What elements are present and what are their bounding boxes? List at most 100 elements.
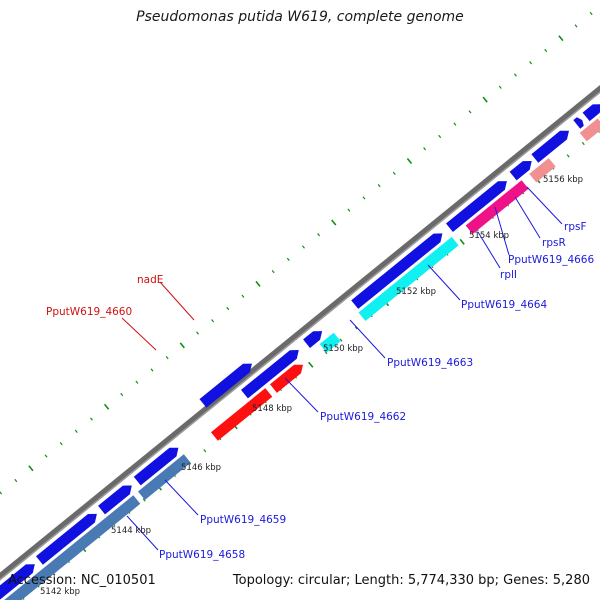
accession-text: Accession: NC_010501 <box>8 573 156 588</box>
gene-label-rplI[interactable]: rplI <box>500 269 517 281</box>
leader-pputw619-4659 <box>164 479 199 516</box>
scale-tick <box>0 491 3 495</box>
scale-tick <box>392 171 396 175</box>
scale-tick <box>14 478 18 483</box>
scale-tick <box>59 442 63 446</box>
scale-tick <box>423 147 427 151</box>
kbp-labels: 5142 kbp 5144 kbp 5146 kbp 5148 kbp 5150… <box>40 175 583 597</box>
scale-tick <box>513 73 517 77</box>
scale-tick <box>308 361 314 368</box>
gene-feature-cds[interactable] <box>509 161 532 181</box>
leader-pputw619-4658 <box>126 515 159 551</box>
gene-feature-red[interactable] <box>211 388 273 441</box>
gene-features <box>0 104 600 600</box>
scale-tick <box>459 238 465 245</box>
scale-tick <box>226 306 230 311</box>
scale-tick <box>354 326 358 330</box>
scale-tick <box>165 356 169 360</box>
scale-tick <box>271 270 275 274</box>
leader-nadE <box>159 281 195 321</box>
scale-tick <box>581 141 585 146</box>
kbp-label: 5148 kbp <box>252 404 292 414</box>
scale-tick <box>498 85 502 89</box>
scale-tick <box>362 196 366 200</box>
scale-tick <box>339 338 343 342</box>
kbp-label: 5144 kbp <box>111 526 151 536</box>
scale-tick <box>211 319 215 323</box>
scale-tick <box>203 449 207 453</box>
gene-feature-cds[interactable] <box>241 350 299 399</box>
gene-feature-cds[interactable] <box>36 513 97 565</box>
kbp-label: 5152 kbp <box>396 287 436 297</box>
genome-backbone <box>0 85 600 579</box>
scale-tick <box>28 465 34 472</box>
gene-label-pputw619-4664[interactable]: PputW619_4664 <box>461 299 547 311</box>
scale-tick <box>103 403 110 410</box>
leader-rpsF <box>526 186 563 225</box>
label-leader-lines <box>121 186 563 551</box>
leader-pputw619-4663 <box>349 319 386 359</box>
gene-feature-cds[interactable] <box>133 447 179 486</box>
scale-tick <box>377 184 381 188</box>
gene-feature-cds[interactable] <box>199 363 252 408</box>
gene-label-rpsF[interactable]: rpsF <box>564 221 587 233</box>
genome-backbone-shadow <box>0 91 600 581</box>
kbp-label: 5142 kbp <box>40 587 80 597</box>
scale-tick <box>135 380 139 384</box>
scale-tick <box>90 417 93 421</box>
outer-tick-row <box>0 11 593 495</box>
scale-tick <box>347 208 351 212</box>
leader-rplI <box>477 231 501 269</box>
gene-label-pputw619-4660[interactable]: PputW619_4660 <box>46 306 132 318</box>
gene-feature-salmon[interactable] <box>579 118 600 142</box>
gene-feature-cds[interactable] <box>582 104 600 122</box>
gene-feature-cyan[interactable] <box>358 236 459 321</box>
gene-feature-red[interactable] <box>270 364 303 393</box>
gene-label-pputw619-4662[interactable]: PputW619_4662 <box>320 411 406 423</box>
map-title: Pseudomonas putida W619, complete genome <box>136 9 464 25</box>
gene-label-pputw619-4666[interactable]: PputW619_4666 <box>508 254 594 266</box>
gene-label-pputw619-4658[interactable]: PputW619_4658 <box>159 549 245 561</box>
kbp-label: 5156 kbp <box>543 175 583 185</box>
gene-feature-cds[interactable] <box>0 564 35 600</box>
gene-feature-cds[interactable] <box>98 485 132 515</box>
gene-label-pputw619-4663[interactable]: PputW619_4663 <box>387 357 473 369</box>
gene-label-pputw619-4659[interactable]: PputW619_4659 <box>200 514 286 526</box>
gene-feature-salmon[interactable] <box>529 158 556 183</box>
scale-tick <box>566 154 570 158</box>
scale-tick <box>120 392 124 397</box>
gene-feature-magenta[interactable] <box>465 180 529 235</box>
leader-pputw619-4662 <box>284 377 319 413</box>
scale-tick <box>179 342 185 349</box>
gene-feature-cds[interactable] <box>531 130 569 163</box>
leader-pputw619-4660 <box>121 317 157 351</box>
scale-tick <box>286 257 290 261</box>
scale-tick <box>453 122 457 126</box>
kbp-label: 5154 kbp <box>469 231 509 241</box>
scale-tick <box>529 61 533 65</box>
gene-feature-cds[interactable] <box>303 331 323 348</box>
scale-tick <box>241 294 245 298</box>
gene-feature-cds[interactable] <box>446 181 507 232</box>
scale-tick <box>142 498 146 502</box>
gene-feature-cds[interactable] <box>351 233 443 309</box>
scale-tick <box>301 245 305 249</box>
scale-tick <box>558 35 564 42</box>
gene-feature-cyan[interactable] <box>319 332 341 353</box>
gene-label-nadE[interactable]: nadE <box>137 274 163 286</box>
gene-feature-steelblue[interactable] <box>0 495 141 600</box>
leader-pputw619-4666 <box>494 206 510 256</box>
gene-feature-steelblue[interactable] <box>138 454 191 500</box>
genome-summary-text: Topology: circular; Length: 5,774,330 bp… <box>232 573 590 588</box>
scale-tick <box>196 331 199 335</box>
scale-tick <box>150 368 154 372</box>
scale-tick <box>544 48 548 53</box>
scale-tick <box>438 134 442 139</box>
scale-tick <box>482 96 488 103</box>
scale-tick <box>406 157 413 165</box>
gene-label-rpsR[interactable]: rpsR <box>542 237 566 249</box>
scale-tick <box>468 110 472 114</box>
gene-feature-cds[interactable] <box>573 117 584 129</box>
